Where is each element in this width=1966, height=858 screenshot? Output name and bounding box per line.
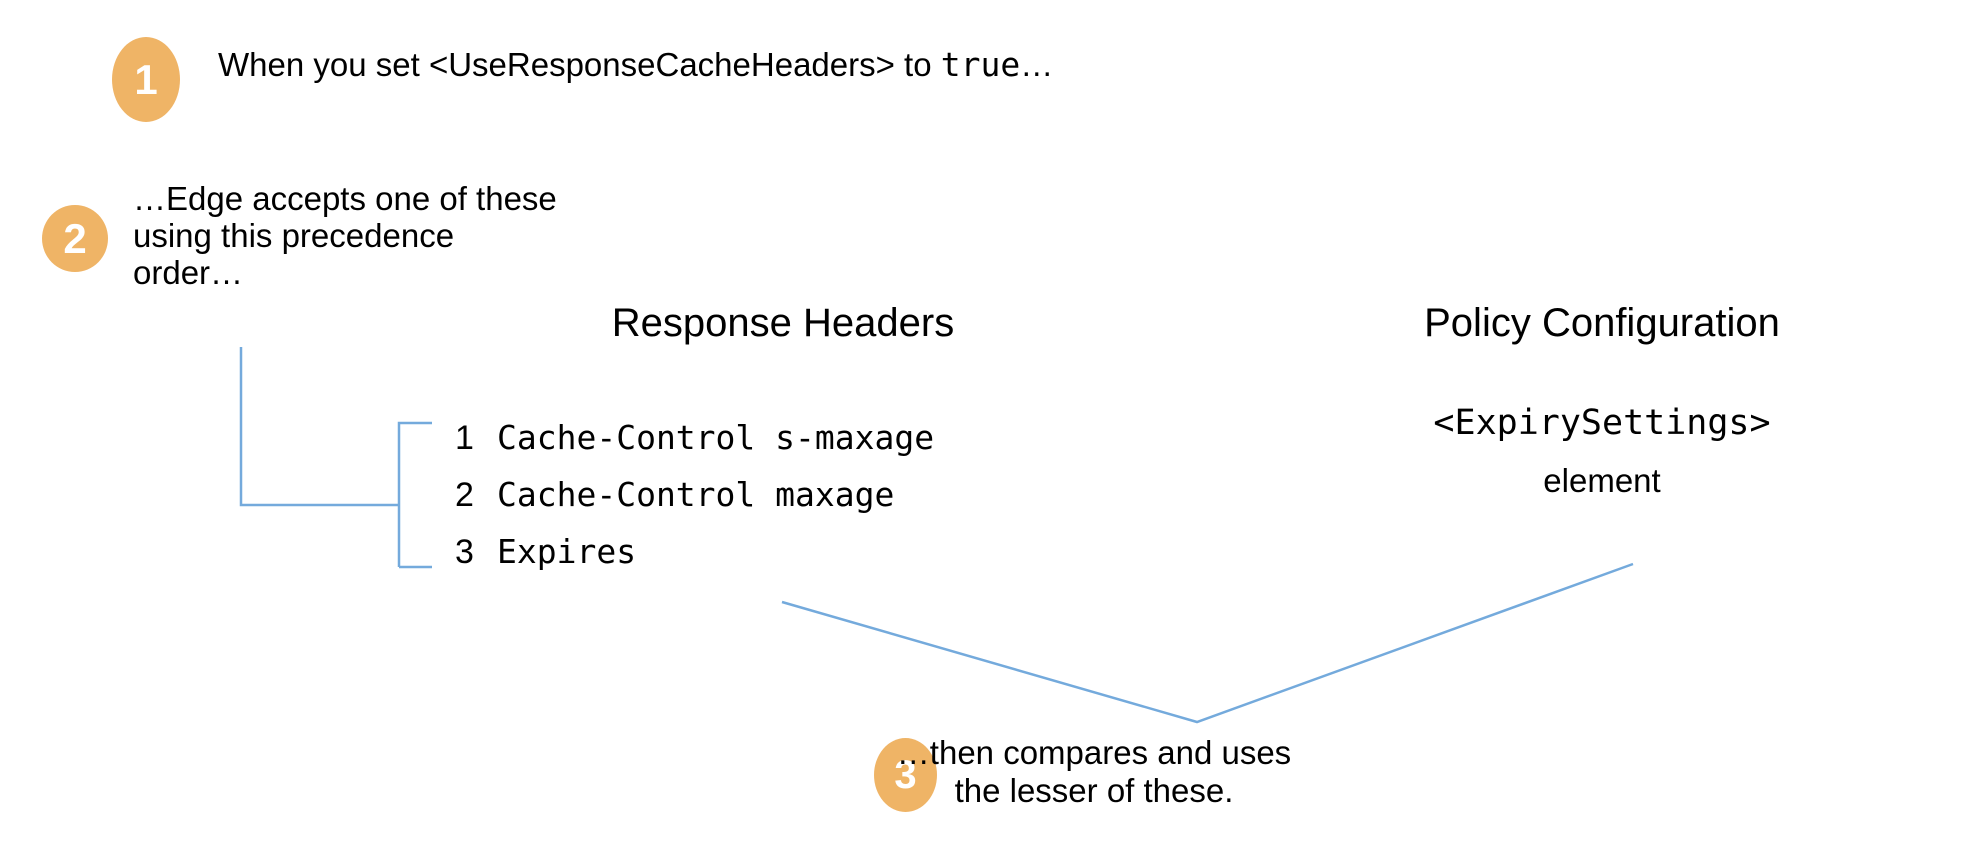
step-3-text: …then compares and uses the lesser of th… bbox=[894, 734, 1294, 810]
item-2-code: Cache-Control maxage bbox=[497, 475, 895, 514]
step-1-text-prefix: When you set <UseResponseCacheHeaders> t… bbox=[218, 46, 941, 83]
step-1-badge: 1 bbox=[112, 37, 180, 122]
item-3-rank: 3 bbox=[455, 533, 474, 571]
response-headers-title: Response Headers bbox=[611, 301, 955, 345]
step-1-code-true: true bbox=[940, 45, 1021, 84]
step-2-line-2: using this precedence bbox=[133, 217, 455, 254]
list-item: 1 Cache-Control s-maxage bbox=[455, 416, 934, 460]
item-1-code: Cache-Control s-maxage bbox=[497, 418, 935, 457]
step-2-badge: 2 bbox=[42, 205, 108, 272]
item-2-rank: 2 bbox=[455, 476, 474, 514]
precedence-bracket-connector bbox=[239, 347, 432, 569]
step-2-line-3: order… bbox=[133, 254, 244, 291]
step-2-line-1: …Edge accepts one of these bbox=[133, 180, 557, 217]
item-1-rank: 1 bbox=[455, 419, 474, 457]
expiry-settings-code: <ExpirySettings> bbox=[1433, 403, 1771, 443]
compare-v-connector bbox=[781, 562, 1634, 724]
step-3-line-1: …then compares and uses bbox=[896, 734, 1292, 771]
item-3-code: Expires bbox=[497, 532, 637, 571]
list-item: 3 Expires bbox=[455, 530, 934, 574]
step-1-text-suffix: … bbox=[1020, 46, 1054, 83]
step-3-badge: 3 bbox=[874, 738, 937, 812]
step-1-text: When you set <UseResponseCacheHeaders> t… bbox=[218, 45, 1053, 85]
step-3-line-2: the lesser of these. bbox=[954, 772, 1234, 809]
expiry-settings-caption: element bbox=[1543, 462, 1661, 499]
policy-configuration-title: Policy Configuration bbox=[1424, 301, 1780, 345]
response-headers-list: 1 Cache-Control s-maxage 2 Cache-Control… bbox=[455, 416, 934, 574]
step-2-text: …Edge accepts one of these using this pr… bbox=[133, 180, 557, 291]
list-item: 2 Cache-Control maxage bbox=[455, 473, 934, 517]
